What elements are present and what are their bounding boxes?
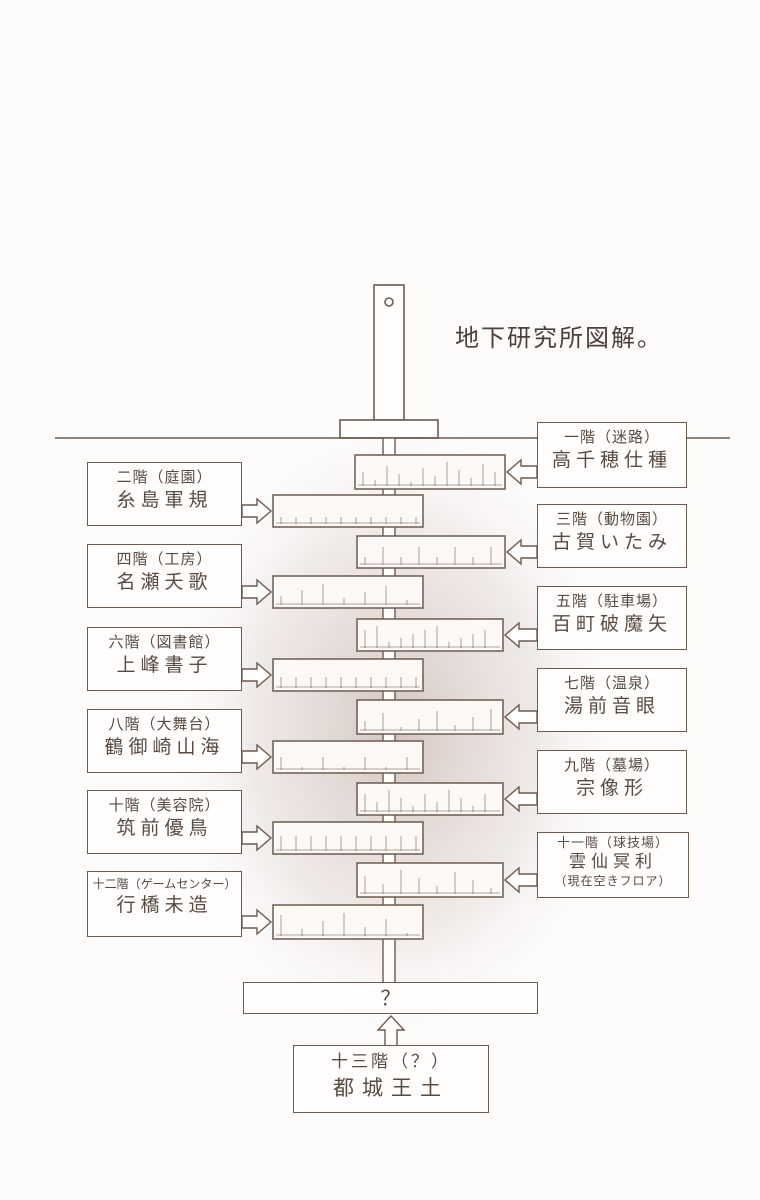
arrow-6 — [241, 661, 273, 689]
resident-name: 上峰書子 — [116, 653, 213, 676]
arrow-2 — [241, 497, 273, 525]
arrow-7 — [503, 703, 538, 731]
floor-label-9: 九階（墓場） 宗像形 — [537, 750, 687, 814]
floor-panel-3 — [356, 535, 506, 569]
resident-name: 湯前音眼 — [563, 694, 660, 717]
floor-panel-2 — [272, 494, 424, 528]
floor-label-7: 七階（温泉） 湯前音眼 — [537, 668, 687, 732]
floor-label-11: 十一階（球技場） 雲仙冥利 （現在空きフロア） — [537, 832, 689, 898]
resident-name: 都城王土 — [333, 1076, 449, 1101]
arrow-13 — [376, 1014, 406, 1047]
floor-panel-8 — [272, 740, 424, 774]
resident-name: 鶴御崎山海 — [104, 735, 225, 758]
floor-panels-layer — [272, 454, 506, 940]
resident-name: 糸島軍規 — [116, 488, 213, 511]
floor-name: 十一階（球技場） — [556, 836, 669, 851]
floor-panel-12 — [272, 904, 424, 940]
floor-label-4: 四階（工房） 名瀬夭歌 — [87, 544, 242, 608]
arrows-layer — [241, 458, 538, 1047]
floor-name: 五階（駐車場） — [555, 592, 668, 610]
floor-name: 九階（墓場） — [563, 756, 660, 774]
floor-label-6: 六階（図書館） 上峰書子 — [87, 627, 242, 691]
arrow-12 — [241, 908, 273, 936]
floor-name: 六階（図書館） — [108, 633, 221, 651]
floor-panel-5 — [356, 618, 504, 652]
resident-name: 筑前優鳥 — [116, 816, 213, 839]
resident-name: 行橋未造 — [116, 894, 213, 916]
floor-panel-9 — [356, 782, 504, 816]
floor-name: 三階（動物園） — [555, 510, 668, 528]
unknown-floor-box: ？ — [243, 982, 538, 1014]
diagram-title: 地下研究所図解。 — [455, 324, 663, 352]
floor-name: 十三階（？） — [331, 1052, 451, 1072]
floor-note: （現在空きフロア） — [554, 873, 672, 888]
resident-name: 雲仙冥利 — [569, 852, 657, 873]
arrow-5 — [503, 621, 538, 649]
floor-label-8: 八階（大舞台） 鶴御崎山海 — [87, 709, 242, 773]
floor-panel-10 — [272, 821, 424, 855]
floor-name: 八階（大舞台） — [108, 715, 221, 733]
floor-name: 十階（美容院） — [108, 796, 221, 814]
resident-name: 古賀いたみ — [551, 530, 672, 553]
floor-panel-1 — [354, 454, 506, 490]
floor-name: 十二階（ゲームセンター） — [92, 877, 237, 891]
floor-panel-7 — [356, 699, 504, 735]
floor-name: 四階（工房） — [116, 550, 213, 568]
floor-label-2: 二階（庭園） 糸島軍規 — [87, 462, 242, 526]
resident-name: 高千穂仕種 — [551, 448, 672, 471]
floor-label-3: 三階（動物園） 古賀いたみ — [537, 504, 687, 568]
resident-name: 宗像形 — [575, 776, 648, 799]
arrow-4 — [241, 578, 273, 606]
resident-name: 名瀬夭歌 — [116, 570, 213, 593]
arrow-1 — [505, 458, 538, 486]
arrow-10 — [241, 824, 273, 852]
floor-label-12: 十二階（ゲームセンター） 行橋未造 — [87, 871, 242, 937]
floor-name: 二階（庭園） — [116, 468, 213, 486]
floor-label-5: 五階（駐車場） 百町破魔矢 — [537, 586, 687, 650]
resident-name: 百町破魔矢 — [551, 612, 672, 635]
arrow-9 — [503, 785, 538, 813]
arrow-8 — [241, 743, 273, 771]
arrow-11 — [503, 866, 538, 894]
floor-panel-6 — [272, 658, 424, 692]
arrow-3 — [505, 538, 538, 566]
floor-panel-4 — [272, 575, 424, 609]
floor-name: 七階（温泉） — [563, 674, 660, 692]
floor-label-13: 十三階（？） 都城王土 — [293, 1045, 489, 1113]
floor-label-10: 十階（美容院） 筑前優鳥 — [87, 790, 242, 854]
floor-panel-11 — [356, 862, 504, 898]
floor-name: 一階（迷路） — [563, 428, 660, 446]
floor-label-1: 一階（迷路） 高千穂仕種 — [537, 422, 687, 488]
